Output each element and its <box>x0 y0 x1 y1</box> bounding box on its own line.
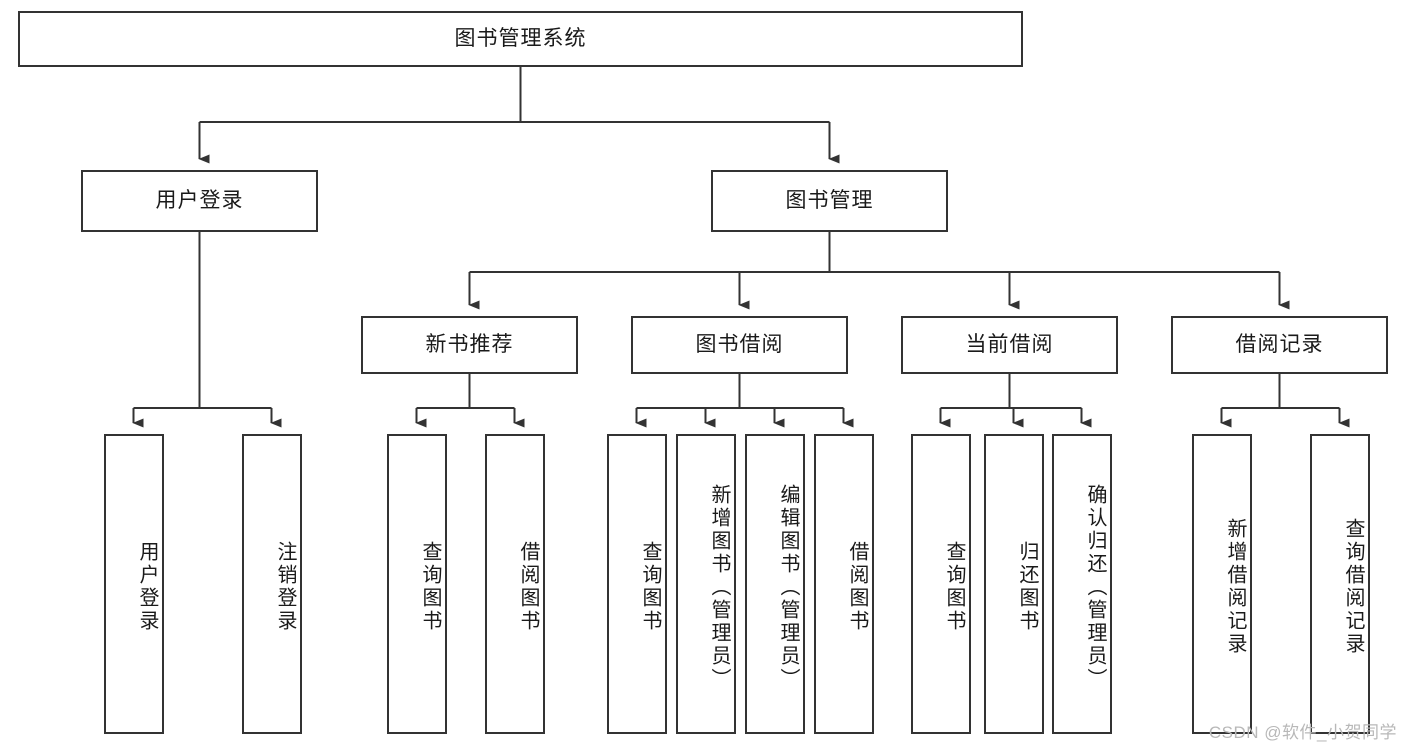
node-leaf-logout-label: 注销登录 <box>274 541 296 633</box>
node-current-borrow[interactable]: 当前借阅 <box>901 316 1118 374</box>
node-leaf-add-borrow-record-label: 新增借阅记录 <box>1224 518 1246 656</box>
node-book-management[interactable]: 图书管理 <box>711 170 948 232</box>
node-leaf-query-book-2-label: 查询图书 <box>639 541 661 633</box>
node-leaf-borrow-book-1-label: 借阅图书 <box>517 541 539 633</box>
node-root-label: 图书管理系统 <box>454 27 587 51</box>
node-user-login[interactable]: 用户登录 <box>81 170 318 232</box>
node-leaf-query-book-2[interactable]: 查询图书 <box>607 434 667 734</box>
node-book-borrow-label: 图书借阅 <box>695 333 784 357</box>
node-leaf-user-login-label: 用户登录 <box>136 541 158 633</box>
node-leaf-borrow-book-2-label: 借阅图书 <box>846 541 868 633</box>
node-user-login-label: 用户登录 <box>155 189 244 213</box>
node-leaf-query-book-3-label: 查询图书 <box>943 541 965 633</box>
node-leaf-edit-book[interactable]: 编辑图书（管理员） <box>745 434 805 734</box>
node-leaf-add-borrow-record[interactable]: 新增借阅记录 <box>1192 434 1252 734</box>
node-borrow-record[interactable]: 借阅记录 <box>1171 316 1388 374</box>
node-leaf-add-book[interactable]: 新增图书（管理员） <box>676 434 736 734</box>
node-borrow-record-label: 借阅记录 <box>1235 333 1324 357</box>
node-new-book-recommend-label: 新书推荐 <box>425 333 514 357</box>
node-leaf-return-book-label: 归还图书 <box>1016 541 1038 633</box>
node-book-borrow[interactable]: 图书借阅 <box>631 316 848 374</box>
node-leaf-query-borrow-record-label: 查询借阅记录 <box>1342 518 1364 656</box>
node-leaf-query-book-1-label: 查询图书 <box>419 541 441 633</box>
node-leaf-query-book-3[interactable]: 查询图书 <box>911 434 971 734</box>
node-root[interactable]: 图书管理系统 <box>18 11 1023 67</box>
node-leaf-confirm-return-label: 确认归还（管理员） <box>1084 483 1106 691</box>
node-leaf-add-book-label: 新增图书（管理员） <box>708 483 730 691</box>
node-leaf-user-login[interactable]: 用户登录 <box>104 434 164 734</box>
node-leaf-confirm-return[interactable]: 确认归还（管理员） <box>1052 434 1112 734</box>
node-leaf-borrow-book-1[interactable]: 借阅图书 <box>485 434 545 734</box>
node-leaf-edit-book-label: 编辑图书（管理员） <box>777 483 799 691</box>
node-leaf-borrow-book-2[interactable]: 借阅图书 <box>814 434 874 734</box>
node-book-management-label: 图书管理 <box>785 189 874 213</box>
node-leaf-logout[interactable]: 注销登录 <box>242 434 302 734</box>
node-leaf-query-book-1[interactable]: 查询图书 <box>387 434 447 734</box>
node-current-borrow-label: 当前借阅 <box>965 333 1054 357</box>
node-leaf-query-borrow-record[interactable]: 查询借阅记录 <box>1310 434 1370 734</box>
watermark-text: CSDN @软件_小贺同学 <box>1208 723 1397 742</box>
node-leaf-return-book[interactable]: 归还图书 <box>984 434 1044 734</box>
node-new-book-recommend[interactable]: 新书推荐 <box>361 316 578 374</box>
